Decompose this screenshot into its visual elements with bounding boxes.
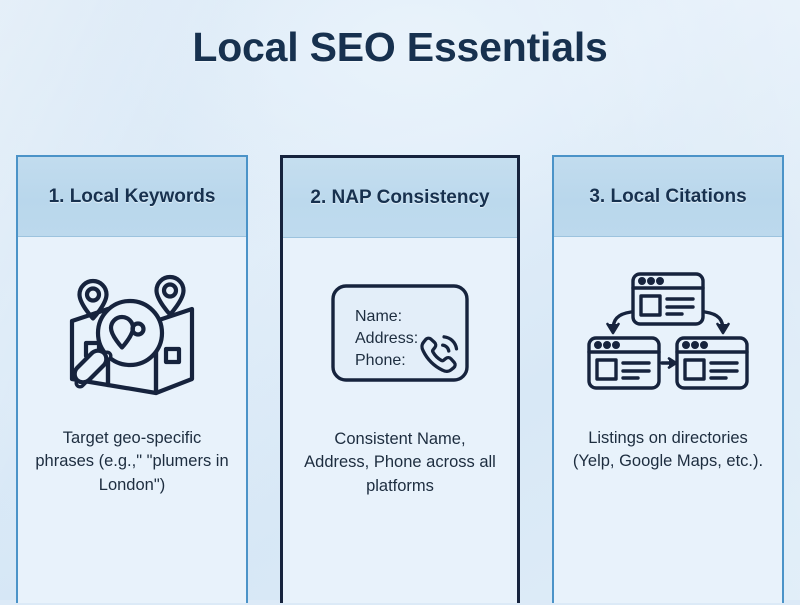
- card-header-label: 2. NAP Consistency: [310, 186, 490, 208]
- arrow-top-to-right: [703, 310, 730, 335]
- card-local-keywords[interactable]: 1. Local Keywords: [16, 155, 248, 603]
- card-body-local-keywords: Target geo-specific phrases (e.g.," "plu…: [35, 429, 229, 494]
- three-browser-windows-with-arrows-icon: [554, 237, 782, 427]
- map-with-pins-and-magnifier-icon: [18, 237, 246, 427]
- card-header-local-citations: 3. Local Citations: [554, 157, 782, 237]
- arrow-left-to-right: [660, 357, 678, 369]
- arrow-top-to-left: [606, 310, 633, 335]
- page-title: Local SEO Essentials: [192, 24, 608, 70]
- card-nap-consistency[interactable]: 2. NAP Consistency Name: Address: Phone:: [280, 155, 520, 603]
- card-header-label: 3. Local Citations: [589, 185, 747, 207]
- card-header-label: 1. Local Keywords: [48, 185, 216, 207]
- card-header-nap-consistency: 2. NAP Consistency: [283, 158, 517, 238]
- nap-field-address: Address:: [355, 330, 418, 347]
- nap-field-phone: Phone:: [355, 352, 406, 369]
- card-body-nap-consistency: Consistent Name, Address, Phone across a…: [304, 430, 496, 495]
- card-header-local-keywords: 1. Local Keywords: [18, 157, 246, 237]
- card-body-local-citations: Listings on directories (Yelp, Google Ma…: [572, 429, 764, 471]
- nap-card-with-phone-icon: Name: Address: Phone:: [283, 238, 517, 428]
- card-local-citations[interactable]: 3. Local Citations: [552, 155, 784, 603]
- nap-field-name: Name:: [355, 308, 402, 325]
- cards-container: 1. Local Keywords: [0, 155, 800, 605]
